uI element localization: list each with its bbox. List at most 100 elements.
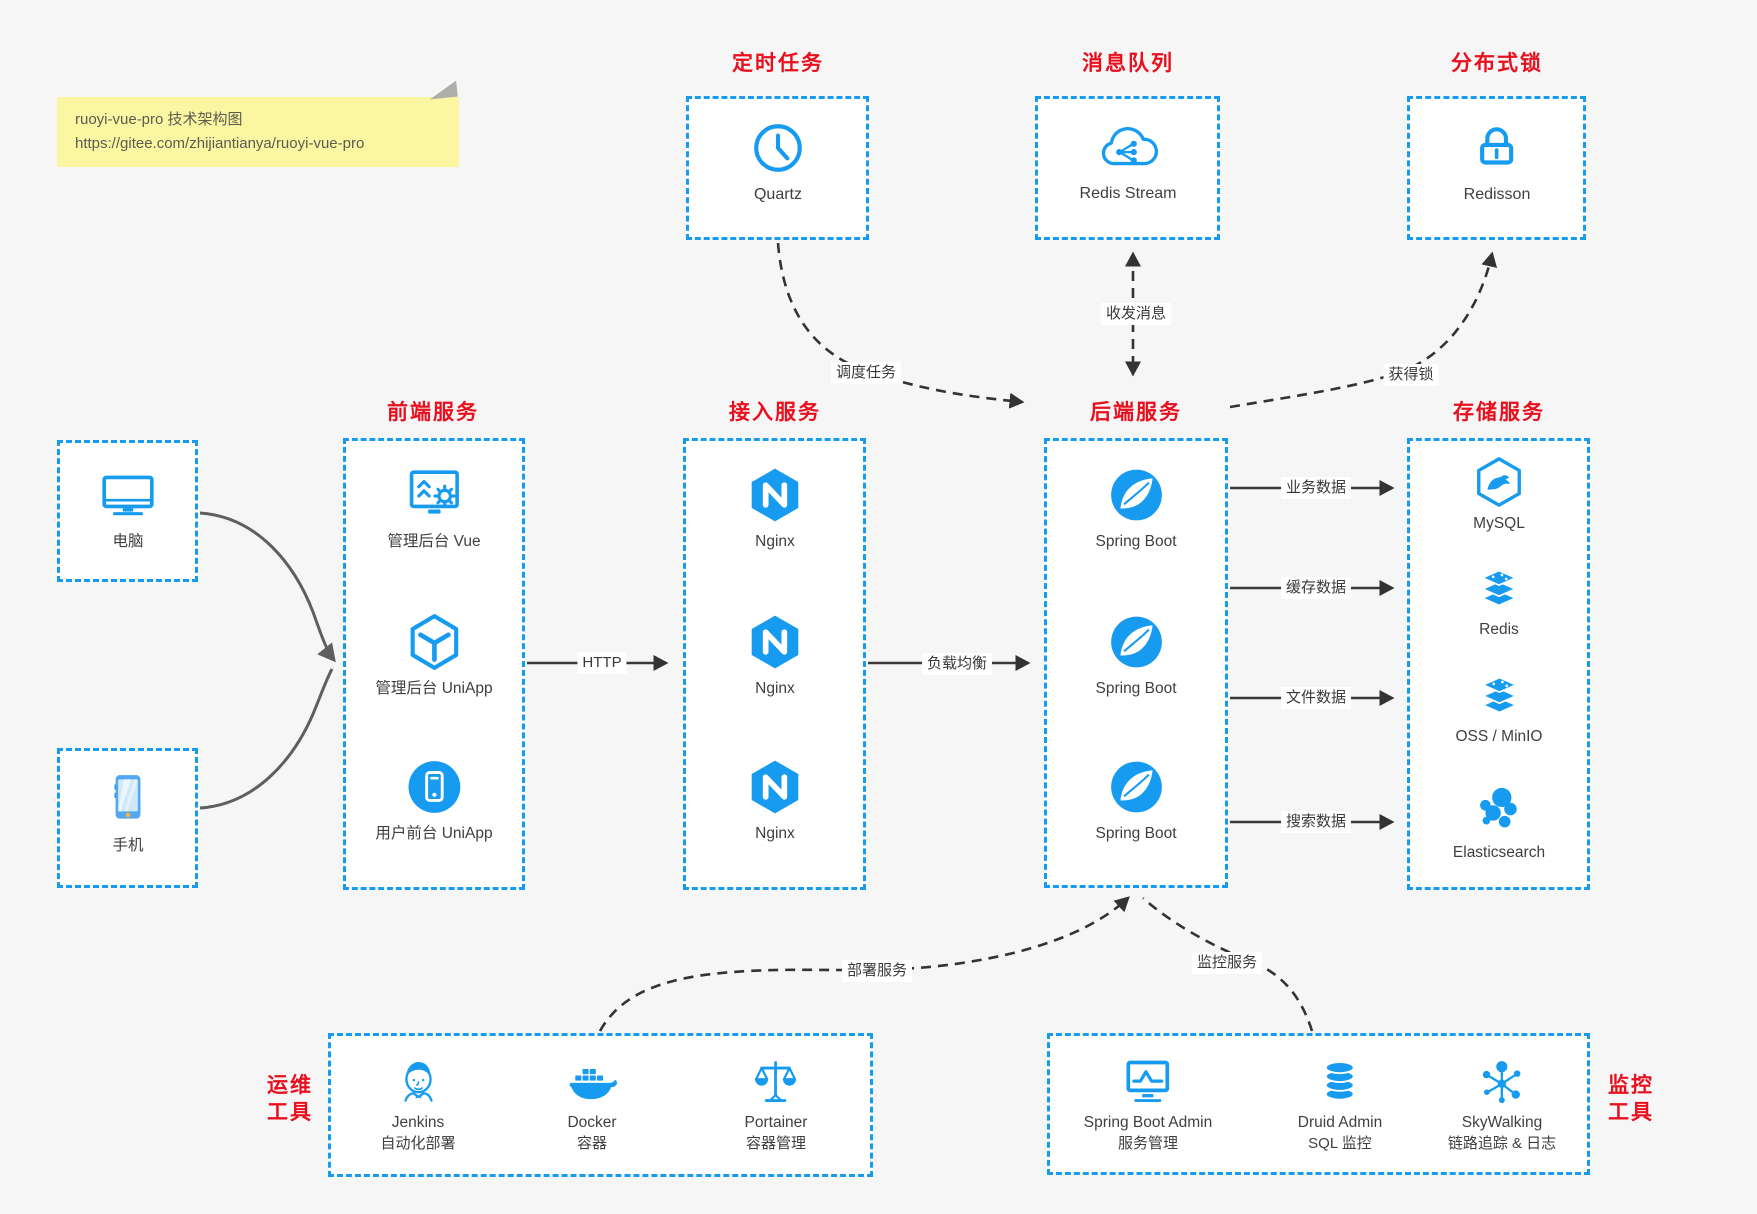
desktop-icon bbox=[99, 466, 157, 524]
spring-boot-icon bbox=[1107, 758, 1165, 816]
node-quartz: Quartz bbox=[749, 119, 807, 205]
node-label: Docker bbox=[567, 1114, 617, 1131]
spring-boot-icon bbox=[1107, 613, 1165, 671]
node-label: MySQL bbox=[1473, 515, 1525, 532]
lock-icon bbox=[1468, 119, 1526, 177]
node-label: Spring Boot bbox=[1095, 680, 1177, 697]
node-label: SkyWalking bbox=[1461, 1114, 1543, 1131]
node-druid-admin: Druid Admin SQL 监控 bbox=[1298, 1056, 1382, 1154]
ops-tools-title: 运维 工具 bbox=[267, 1074, 313, 1124]
mobile-icon bbox=[99, 770, 157, 828]
node-sublabel: 链路追踪 & 日志 bbox=[1447, 1135, 1557, 1152]
node-springboot-3: Spring Boot bbox=[1096, 758, 1177, 844]
cloud-share-icon bbox=[1094, 122, 1162, 176]
skywalking-icon bbox=[1476, 1056, 1528, 1108]
node-redis-stream: Redis Stream bbox=[1080, 122, 1176, 204]
node-label: OSS / MinIO bbox=[1455, 728, 1543, 745]
note-title: ruoyi-vue-pro 技术架构图 bbox=[75, 111, 243, 128]
node-admin-uniapp: 管理后台 UniApp bbox=[375, 613, 493, 699]
node-label: Redis bbox=[1479, 621, 1519, 638]
node-sublabel: 服务管理 bbox=[1117, 1135, 1179, 1152]
node-skywalking: SkyWalking 链路追踪 & 日志 bbox=[1448, 1056, 1556, 1154]
frontend-services-title: 前端服务 bbox=[387, 401, 479, 424]
node-label: Nginx bbox=[755, 680, 795, 697]
spring-boot-admin-icon bbox=[1122, 1056, 1174, 1108]
admin-vue-icon bbox=[405, 466, 463, 524]
node-label: 电脑 bbox=[112, 533, 144, 550]
node-label: Nginx bbox=[755, 825, 795, 842]
edge-label-schedule-task: 调度任务 bbox=[830, 362, 902, 384]
portainer-icon bbox=[750, 1056, 802, 1108]
clock-icon bbox=[749, 119, 807, 177]
backend-services-title: 后端服务 bbox=[1090, 401, 1182, 424]
monitor-tools-title: 监控 工具 bbox=[1608, 1074, 1654, 1124]
nginx-icon bbox=[746, 466, 804, 524]
node-label: Nginx bbox=[755, 533, 795, 550]
node-label: 管理后台 Vue bbox=[387, 533, 481, 550]
node-mysql: MySQL bbox=[1472, 455, 1526, 534]
note-fold-corner bbox=[428, 80, 458, 100]
node-pc: 电脑 bbox=[99, 466, 157, 552]
spring-boot-icon bbox=[1107, 466, 1165, 524]
edge-label-search-data: 搜索数据 bbox=[1280, 811, 1352, 833]
elasticsearch-icon bbox=[1472, 784, 1526, 838]
edge-label-monitor-service: 监控服务 bbox=[1191, 952, 1263, 974]
druid-icon bbox=[1314, 1056, 1366, 1108]
node-nginx-3: Nginx bbox=[746, 758, 804, 844]
edge-label-cache-data: 缓存数据 bbox=[1280, 577, 1352, 599]
node-label: Jenkins bbox=[391, 1114, 445, 1131]
edge-label-http: HTTP bbox=[577, 652, 627, 674]
edge-label-deploy-service: 部署服务 bbox=[841, 960, 913, 982]
node-label: Elasticsearch bbox=[1452, 844, 1546, 861]
node-label: Spring Boot Admin bbox=[1083, 1114, 1213, 1131]
monitor-tools-box bbox=[1047, 1033, 1590, 1175]
node-nginx-2: Nginx bbox=[746, 613, 804, 699]
node-label: Quartz bbox=[753, 186, 802, 203]
node-label: 手机 bbox=[112, 837, 144, 854]
node-oss-minio: OSS / MinIO bbox=[1456, 668, 1543, 747]
node-portainer: Portainer 容器管理 bbox=[744, 1056, 808, 1154]
jenkins-icon bbox=[392, 1056, 444, 1108]
node-label: Portainer bbox=[744, 1114, 808, 1131]
node-label: 用户前台 UniApp bbox=[375, 825, 493, 842]
edge-label-acquire-lock: 获得锁 bbox=[1383, 364, 1439, 386]
node-sublabel: 容器管理 bbox=[745, 1135, 806, 1152]
redis-stack-icon bbox=[1472, 668, 1526, 722]
node-docker: Docker 容器 bbox=[566, 1056, 618, 1154]
ops-tools-box bbox=[328, 1033, 873, 1177]
nginx-icon bbox=[746, 758, 804, 816]
mysql-icon bbox=[1472, 455, 1526, 509]
distributed-lock-box bbox=[1407, 96, 1586, 240]
distributed-lock-title: 分布式锁 bbox=[1451, 52, 1543, 75]
node-sublabel: 容器 bbox=[576, 1135, 607, 1152]
edge-label-load-balance: 负载均衡 bbox=[921, 653, 993, 675]
note-url: https://gitee.com/zhijiantianya/ruoyi-vu… bbox=[75, 135, 365, 152]
node-springboot-1: Spring Boot bbox=[1096, 466, 1177, 552]
node-redisson: Redisson bbox=[1463, 119, 1531, 205]
node-sublabel: 自动化部署 bbox=[380, 1135, 456, 1152]
node-label: Spring Boot bbox=[1095, 533, 1177, 550]
node-admin-vue: 管理后台 Vue bbox=[387, 466, 481, 552]
node-elasticsearch: Elasticsearch bbox=[1453, 784, 1545, 863]
node-redis: Redis bbox=[1472, 561, 1526, 640]
nginx-icon bbox=[746, 613, 804, 671]
node-mobile: 手机 bbox=[99, 770, 157, 856]
storage-services-title: 存储服务 bbox=[1453, 401, 1545, 424]
edge-label-file-data: 文件数据 bbox=[1280, 687, 1352, 709]
node-nginx-1: Nginx bbox=[746, 466, 804, 552]
node-sublabel: SQL 监控 bbox=[1308, 1135, 1372, 1152]
message-queue-box bbox=[1035, 96, 1220, 240]
node-label: 管理后台 UniApp bbox=[375, 680, 493, 697]
edge-label-send-receive-msg: 收发消息 bbox=[1100, 303, 1172, 325]
edge-label-business-data: 业务数据 bbox=[1280, 477, 1352, 499]
docker-icon bbox=[566, 1056, 618, 1108]
node-label: Redisson bbox=[1463, 186, 1531, 203]
node-label: Druid Admin bbox=[1297, 1114, 1383, 1131]
redis-stack-icon bbox=[1472, 561, 1526, 615]
uniapp-cube-icon bbox=[405, 613, 463, 671]
node-jenkins: Jenkins 自动化部署 bbox=[380, 1056, 456, 1154]
node-spring-boot-admin: Spring Boot Admin 服务管理 bbox=[1084, 1056, 1212, 1154]
node-springboot-2: Spring Boot bbox=[1096, 613, 1177, 699]
gateway-services-title: 接入服务 bbox=[729, 401, 821, 424]
scheduled-task-title: 定时任务 bbox=[732, 52, 824, 75]
